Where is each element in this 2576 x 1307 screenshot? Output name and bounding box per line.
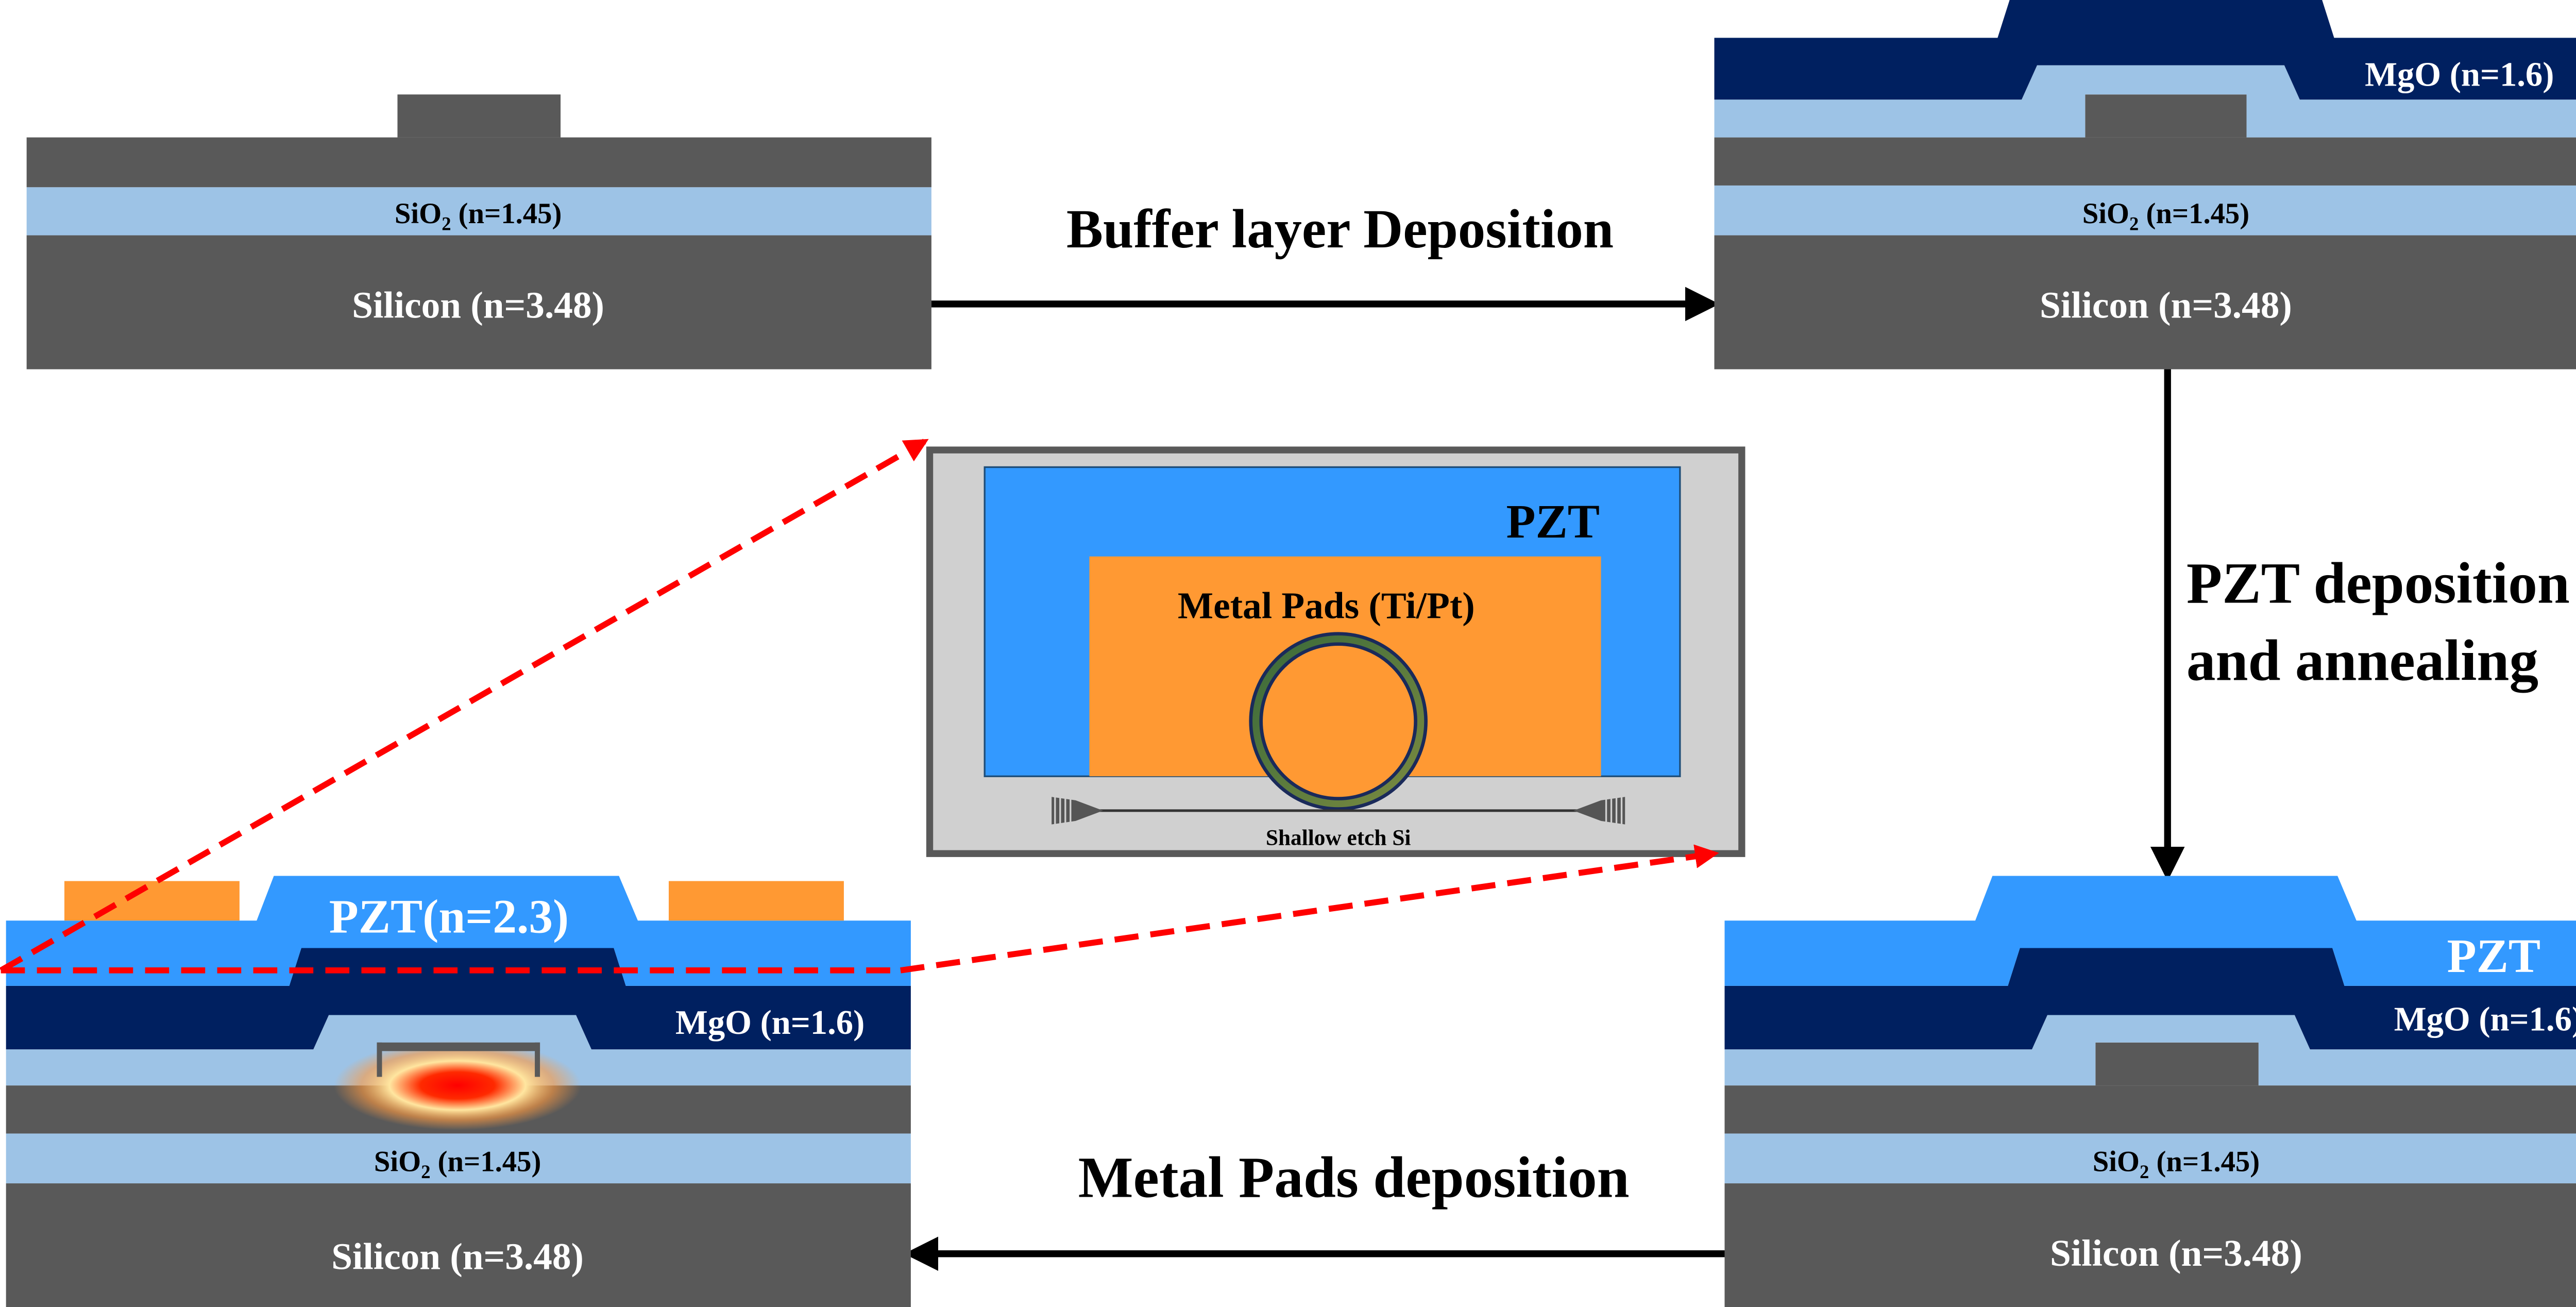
mgo-layer — [1714, 0, 2576, 100]
si-rib-left-edge — [377, 1042, 382, 1077]
silicon-label: Silicon (n=3.48) — [2050, 1232, 2302, 1274]
si-rib — [377, 1042, 540, 1051]
silicon-layer — [26, 235, 931, 370]
pzt-n-label: PZT(n=2.3) — [329, 891, 569, 944]
inset-pzt-label: PZT — [1506, 495, 1599, 548]
si-slab-layer — [1714, 137, 2576, 186]
silicon-label: Silicon (n=3.48) — [352, 284, 604, 326]
step-pzt-label-2: and annealing — [2187, 628, 2538, 693]
sio2-label: SiO2 (n=1.45) — [2093, 1146, 2260, 1182]
inset-top-view: PZT Metal Pads (Ti/Pt) Shallow etch Si — [926, 446, 1745, 857]
mgo-label: MgO (n=1.6) — [675, 1004, 865, 1042]
step-buffer-label: Buffer layer Deposition — [1066, 199, 1614, 260]
mgo-label: MgO (n=1.6) — [2365, 56, 2554, 94]
si-rib-right-edge — [535, 1042, 540, 1077]
sio2-layer — [26, 187, 931, 236]
silicon-layer — [1724, 1183, 2576, 1307]
step-metal-label: Metal Pads deposition — [1078, 1145, 1630, 1210]
si-rib — [2095, 1042, 2259, 1086]
stack-initial: Silicon (n=3.48) SiO2 (n=1.45) — [26, 94, 931, 370]
grating-coupler-left-icon — [1052, 797, 1104, 825]
sio2-label: SiO2 (n=1.45) — [2082, 198, 2249, 234]
sio2-layer — [6, 1133, 911, 1184]
ring-resonator-core — [1252, 635, 1425, 808]
inset-metal-label: Metal Pads (Ti/Pt) — [1178, 585, 1475, 627]
stack-buffer: Silicon (n=3.48) SiO2 (n=1.45) MgO (n=1.… — [1714, 0, 2576, 370]
stack-final: Silicon (n=3.48) SiO2 (n=1.45) MgO (n=1.… — [6, 876, 911, 1307]
dashed-arrow-icon — [900, 844, 1719, 974]
mgo-layer — [1724, 948, 2576, 1050]
si-rib — [397, 94, 561, 138]
sio2-layer — [1714, 185, 2576, 236]
silicon-label: Silicon (n=3.48) — [331, 1236, 584, 1278]
stack-pzt: Silicon (n=3.48) SiO2 (n=1.45) MgO (n=1.… — [1724, 876, 2576, 1307]
zoom-indicator — [0, 439, 1719, 974]
sio2-label: SiO2 (n=1.45) — [374, 1146, 541, 1182]
pzt-layer — [1724, 876, 2576, 986]
step-buffer: Buffer layer Deposition — [931, 199, 1720, 322]
silicon-layer — [1714, 235, 2576, 370]
mgo-buffer-conformal — [1714, 65, 2576, 138]
si-rib — [2085, 94, 2247, 138]
si-slab-layer — [26, 137, 931, 188]
mgo-buffer-conformal — [1724, 1015, 2576, 1086]
pzt-layer — [6, 876, 911, 986]
dashed-arrow-icon — [0, 439, 929, 973]
pzt-label: PZT — [2447, 930, 2540, 983]
mgo-layer — [6, 948, 911, 1050]
inset-etch-label: Shallow etch Si — [1266, 826, 1411, 850]
metal-pad-left — [64, 881, 240, 921]
optical-mode-glow — [334, 1041, 582, 1130]
step-pzt-label-1: PZT deposition — [2187, 551, 2570, 616]
grating-coupler-right-icon — [1573, 797, 1625, 825]
silicon-layer — [6, 1183, 911, 1307]
step-pzt: PZT deposition and annealing — [2150, 369, 2570, 881]
mgo-label: MgO (n=1.6) — [2394, 1000, 2576, 1038]
silicon-label: Silicon (n=3.48) — [2040, 284, 2292, 326]
metal-pad-right — [669, 881, 844, 921]
step-metal: Metal Pads deposition — [904, 1145, 1725, 1271]
sio2-label: SiO2 (n=1.45) — [395, 198, 562, 234]
sio2-layer — [1724, 1133, 2576, 1184]
si-slab-layer — [1724, 1085, 2576, 1134]
